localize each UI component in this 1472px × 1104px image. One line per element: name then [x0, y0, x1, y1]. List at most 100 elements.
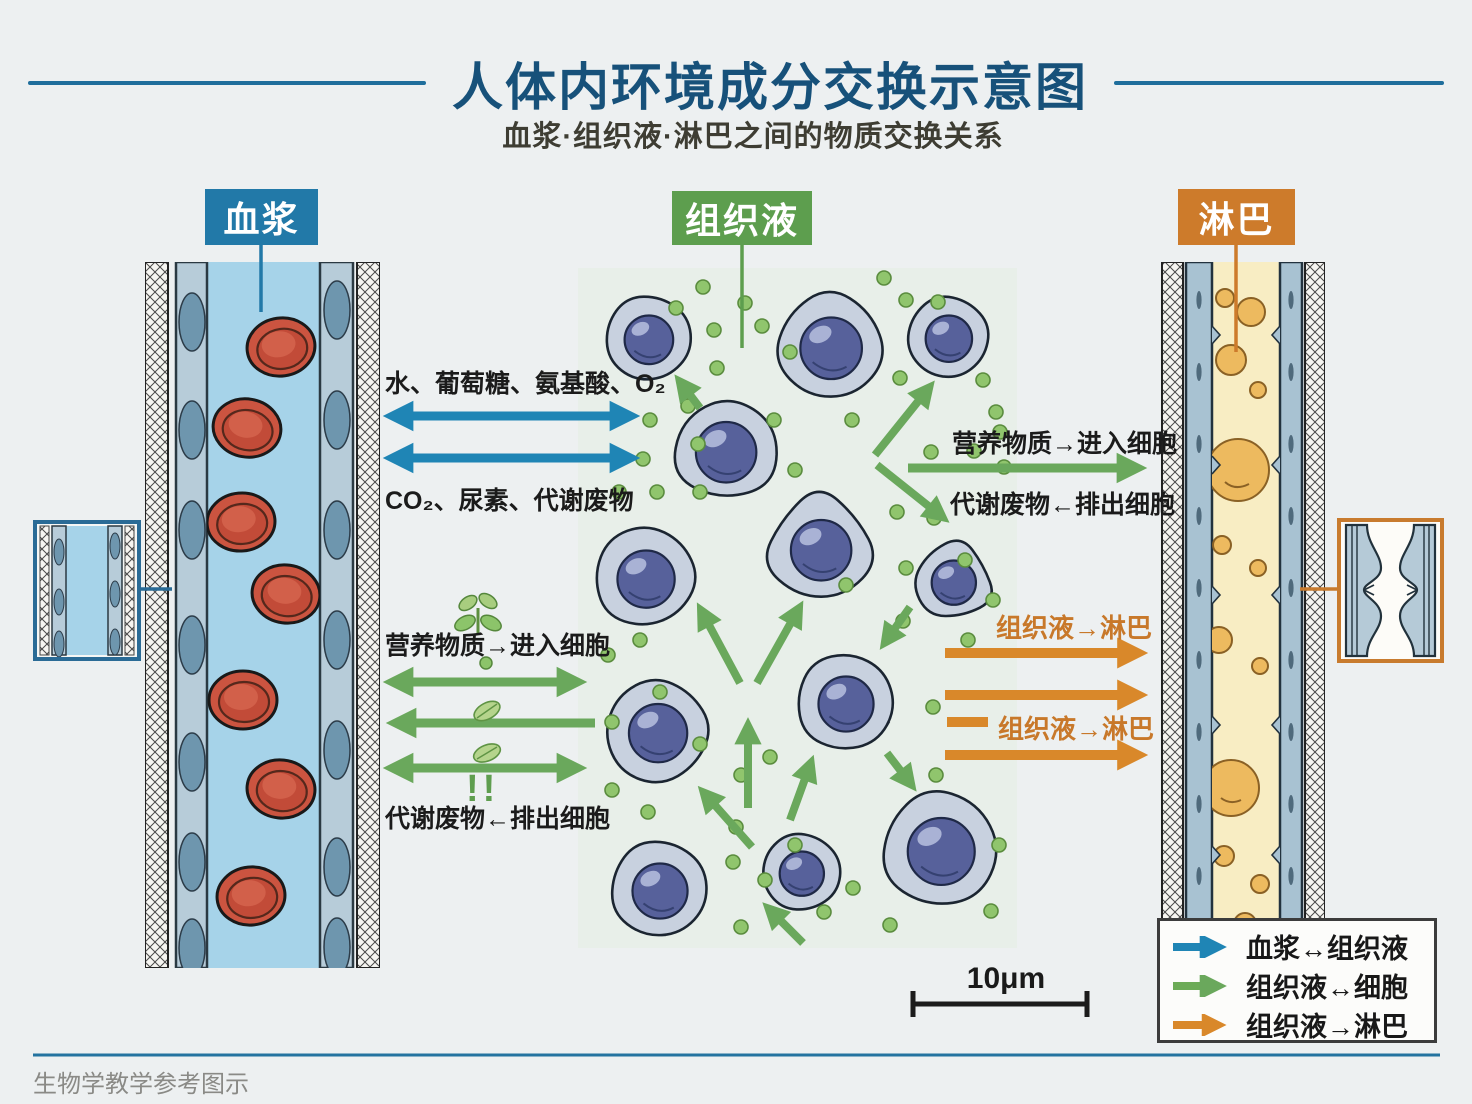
endothelial-nucleus: [323, 837, 351, 897]
leaf-icon: [472, 743, 502, 763]
molecule-dot: [928, 767, 944, 783]
molecule-dot: [782, 344, 798, 360]
molecule-dot: [882, 917, 898, 933]
lymph-droplet: [1212, 759, 1260, 817]
red-blood-cell: [207, 669, 279, 731]
orange-arrow-icon: [1173, 1013, 1227, 1036]
molecule-dot: [600, 647, 616, 663]
lymph-wall-nucleus: [1196, 867, 1202, 885]
lymph-valve-flap: [1211, 585, 1222, 605]
molecule-dot: [604, 714, 620, 730]
legend-item-tissue-lymph: 组织液→淋巴: [1170, 1005, 1424, 1044]
molecule-dot: [895, 613, 911, 629]
lymph-wall-nucleus: [1196, 507, 1202, 525]
molecule-dot: [985, 592, 1001, 608]
endothelial-nucleus: [323, 720, 351, 780]
sprout-icon: [454, 592, 502, 634]
molecule-dot: [960, 632, 976, 648]
tissue-cell: [673, 399, 778, 497]
molecule-dot: [690, 436, 706, 452]
red-blood-cell: [245, 316, 317, 378]
plasma-to-tissue-label: 水、葡萄糖、氨基酸、O₂: [385, 370, 666, 398]
molecule-dot: [930, 294, 946, 310]
molecule-dot: [757, 872, 773, 888]
lymph-outer-wall-left: [1161, 262, 1184, 968]
page-subtitle: 血浆·组织液·淋巴之间的物质交换关系: [502, 121, 1004, 153]
molecule-dot: [728, 819, 744, 835]
tissue-cell: [914, 539, 994, 618]
endothelial-nucleus: [323, 280, 351, 340]
molecule-dot: [892, 370, 908, 386]
red-blood-cell: [207, 491, 277, 553]
lymph-vessel-illustration: [1161, 262, 1325, 968]
molecule-dot: [983, 903, 999, 919]
lymph-wall-nucleus: [1196, 651, 1202, 669]
lymph-wall-nucleus: [1288, 651, 1294, 669]
title-rule-left: [28, 81, 426, 85]
molecule-dot: [925, 699, 941, 715]
lymph-wall-nucleus: [1196, 795, 1202, 813]
red-blood-cells: [207, 316, 320, 927]
vessel-outer-wall-right: [356, 262, 380, 968]
lymph-droplet: [1212, 535, 1232, 555]
endothelial-nucleus: [323, 390, 351, 450]
molecule-dot: [845, 880, 861, 896]
tissue-fluid-label: 组织液: [672, 191, 812, 245]
endothelial-nucleus: [178, 500, 206, 560]
endothelial-nucleus: [323, 917, 351, 968]
molecule-dot: [737, 295, 753, 311]
molecule-dot: [649, 484, 665, 500]
molecule-dot: [642, 412, 658, 428]
endothelial-nucleus: [178, 292, 206, 352]
lymph-wall-nucleus: [1288, 291, 1294, 309]
molecule-dot: [957, 552, 973, 568]
tissue-cell: [605, 295, 693, 381]
lymph-valve-flap: [1270, 585, 1281, 605]
lymph-wall-nucleus: [1288, 435, 1294, 453]
molecule-dot: [632, 632, 648, 648]
molecule-dot: [692, 736, 708, 752]
tissue-cell: [606, 678, 710, 784]
title-rule-right: [1114, 81, 1444, 85]
lymph-valve-flap: [1270, 845, 1281, 865]
molecule-dot: [876, 270, 892, 286]
molecule-dot: [816, 904, 832, 920]
molecule-dot: [762, 749, 778, 765]
lymph-wall-nucleus: [1196, 363, 1202, 381]
nutrient-in-label-right: 营养物质→进入细胞: [952, 430, 1178, 458]
endothelial-nucleus: [178, 400, 206, 460]
molecule-dot: [725, 854, 741, 870]
lymph-valve-flap: [1211, 845, 1222, 865]
lymph-wall-nucleus: [1196, 723, 1202, 741]
lymph-valve-flap: [1211, 325, 1222, 345]
lymph-valve-inset: [1337, 518, 1444, 663]
legend-label: 血浆↔组织液: [1246, 934, 1408, 964]
lymph-wall-nucleus: [1288, 795, 1294, 813]
lymph-valve-inset-art: [1344, 523, 1437, 658]
molecule-dot: [991, 837, 1007, 853]
molecule-dot: [838, 577, 854, 593]
lymph-wall-nucleus: [1288, 363, 1294, 381]
molecule-dot: [709, 360, 725, 376]
molecule-dot: [844, 412, 860, 428]
lymph-wall-nucleus: [1196, 291, 1202, 309]
legend-item-plasma-tissue: 血浆↔组织液: [1170, 927, 1424, 966]
lymph-wall-nucleus: [1288, 507, 1294, 525]
molecule-dot: [611, 484, 627, 500]
molecule-dot: [695, 279, 711, 295]
blood-vessel-illustration: [145, 262, 380, 968]
tissue-cell: [882, 790, 998, 905]
tissue-cell: [610, 840, 708, 937]
red-blood-cell: [215, 865, 287, 927]
waste-out-label-right: 代谢废物←排出细胞: [950, 491, 1176, 519]
lymph-droplet: [1215, 344, 1247, 376]
molecule-dot: [996, 459, 1012, 475]
legend-label: 组织液→淋巴: [1246, 1012, 1408, 1042]
endothelial-nucleus: [323, 500, 351, 560]
molecule-dot: [680, 398, 696, 414]
endothelial-nucleus: [178, 615, 206, 675]
endothelial-nucleus: [178, 832, 206, 892]
lymph-droplet: [1249, 559, 1267, 577]
molecule-dot: [992, 424, 1008, 440]
